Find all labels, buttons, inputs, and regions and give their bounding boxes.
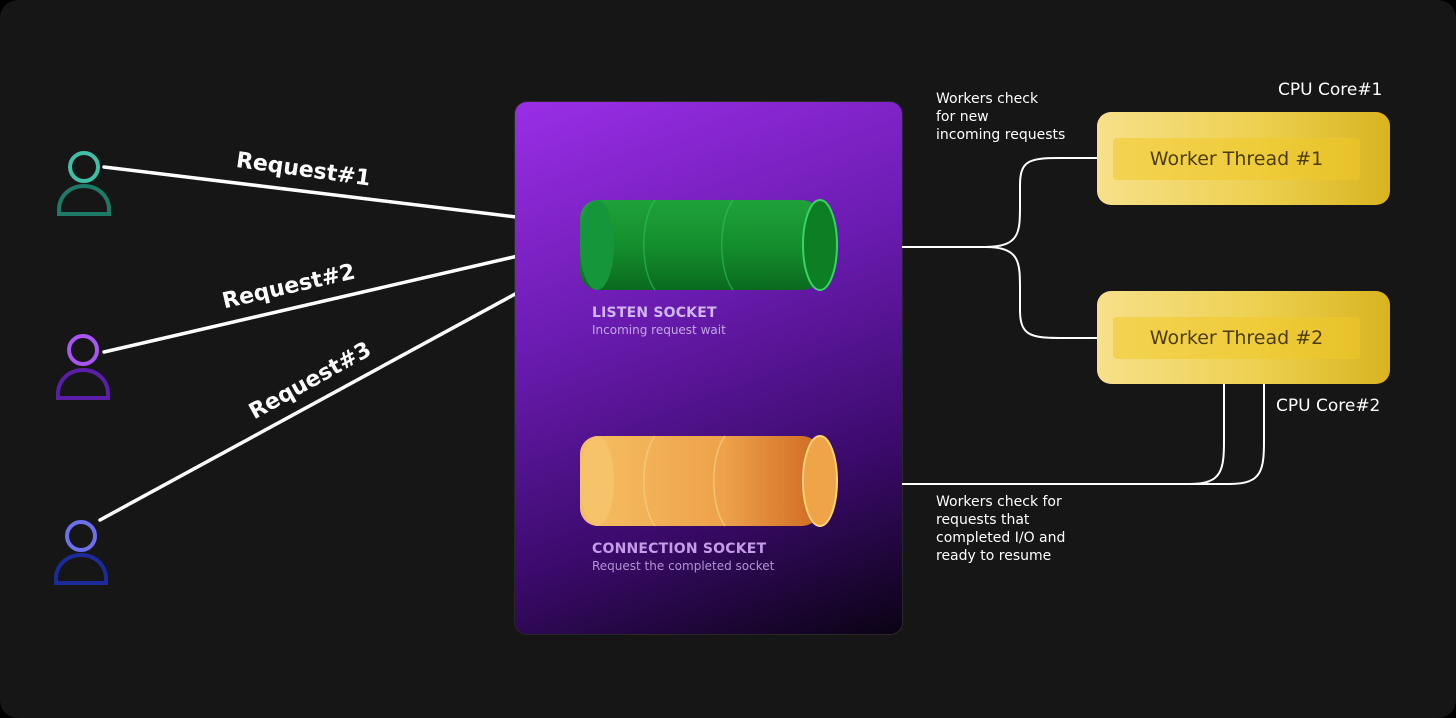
connection-to-worker-line-2 — [1190, 384, 1265, 485]
note-top-line-1: Workers check — [936, 91, 1039, 107]
worker-thread-2-label-box: Worker Thread #2 — [1113, 317, 1360, 359]
listen-to-worker-2-line — [984, 246, 1098, 339]
worker-thread-1: Worker Thread #1 — [1097, 112, 1390, 205]
listen-to-worker-1-line — [840, 157, 1098, 248]
listen-socket-title: LISTEN SOCKET — [592, 305, 717, 321]
cpu-core-2-label: CPU Core#2 — [1276, 396, 1381, 416]
worker-thread-2-label: Worker Thread #2 — [1149, 327, 1324, 349]
connection-socket-cylinder — [580, 435, 838, 527]
server-panel — [515, 102, 902, 634]
note-bottom-line-4: ready to resume — [936, 548, 1052, 564]
listen-socket-cylinder — [580, 199, 838, 291]
connection-socket-subtitle: Request the completed socket — [592, 559, 775, 573]
request-1-arrow — [102, 165, 576, 229]
note-top-line-3: incoming requests — [936, 127, 1066, 143]
user-icon-3 — [54, 520, 108, 585]
note-bottom-line-1: Workers check for — [936, 494, 1062, 510]
user-icon-2 — [56, 334, 110, 400]
request-2-arrow — [102, 239, 576, 354]
request-3-arrow — [98, 260, 576, 522]
worker-thread-1-label-box: Worker Thread #1 — [1113, 138, 1360, 180]
worker-thread-2: Worker Thread #2 — [1097, 291, 1390, 384]
note-top-line-2: for new — [936, 109, 989, 125]
listen-socket-subtitle: Incoming request wait — [592, 323, 726, 337]
cpu-core-1-label: CPU Core#1 — [1278, 80, 1383, 100]
worker-thread-1-label: Worker Thread #1 — [1149, 148, 1324, 170]
note-bottom-line-3: completed I/O and — [936, 530, 1066, 546]
note-bottom-line-2: requests that — [936, 512, 1030, 528]
connection-socket-title: CONNECTION SOCKET — [592, 541, 767, 557]
user-icon-1 — [57, 151, 111, 216]
